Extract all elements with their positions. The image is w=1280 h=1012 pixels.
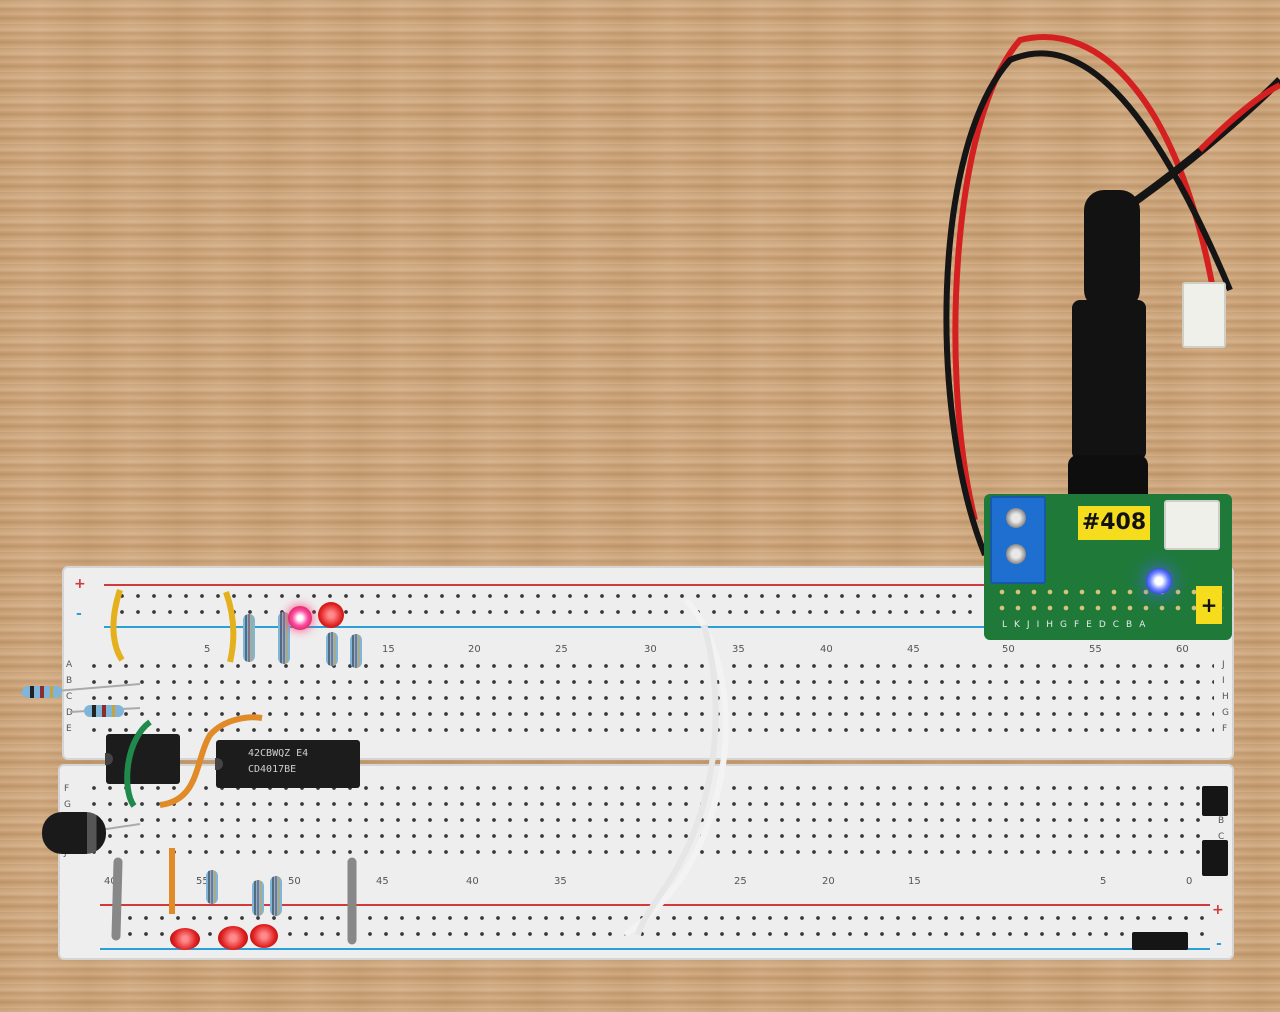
pcb-polarity-sign: + [1200, 593, 1218, 617]
row-label: B [1218, 816, 1225, 826]
row-label: E [66, 724, 72, 734]
upper-terminal-holes [86, 658, 1214, 742]
lower-blue-line [100, 948, 1210, 950]
capacitor [42, 812, 106, 854]
row-label: C [66, 692, 73, 702]
resistor [252, 880, 264, 916]
jumper-header [1202, 786, 1228, 816]
yellow-jumper-wire [223, 590, 237, 663]
row-label: F [64, 784, 70, 794]
resistor [278, 612, 290, 664]
dc-cable-strain-relief [1084, 190, 1140, 310]
resistor [206, 870, 218, 904]
screw-icon [1006, 544, 1026, 564]
upper-top-blue-line [104, 626, 1024, 628]
col-num: 35 [732, 644, 745, 655]
red-wire [952, 34, 1218, 521]
jumper-header [1202, 840, 1228, 876]
col-num: 5 [1100, 876, 1107, 887]
col-num: 40 [466, 876, 479, 887]
row-label: G [64, 800, 71, 810]
col-num: 35 [554, 876, 567, 887]
ic-marking: 42CBWQZ E4 [248, 748, 309, 759]
row-label: G [1222, 708, 1229, 718]
jst-connector-cable [1182, 282, 1226, 348]
red-led [250, 924, 278, 948]
small-ic-chip [105, 734, 180, 784]
lower-plus-sign: + [1212, 902, 1224, 918]
upper-top-rail-holes [114, 588, 1014, 622]
col-num: 40 [820, 644, 833, 655]
col-num: 40 [104, 876, 117, 887]
col-num: 15 [382, 644, 395, 655]
lower-terminal-holes [86, 780, 1206, 864]
gray-jumper-wire [111, 857, 123, 941]
upper-plus-sign: + [74, 576, 86, 592]
row-label: A [66, 660, 73, 670]
upper-top-red-line [104, 584, 1024, 586]
row-label: C [1218, 832, 1225, 842]
col-num: 20 [822, 876, 835, 887]
cd4017-ic-chip: 42CBWQZ E4 CD4017BE [215, 740, 360, 788]
col-num: 0 [1186, 876, 1193, 887]
screw-icon [1006, 508, 1026, 528]
yellow-jumper-wire [110, 589, 125, 662]
col-num: 25 [734, 876, 747, 887]
red-led-lit [288, 606, 312, 630]
red-led [218, 926, 248, 950]
col-num: 15 [908, 876, 921, 887]
green-jumper-wire [124, 719, 152, 808]
col-num: 50 [1002, 644, 1015, 655]
resistor [350, 634, 362, 668]
dc-plug-body [1072, 300, 1146, 460]
resistor [84, 705, 124, 717]
pin-header [1132, 932, 1188, 950]
resistor [326, 632, 338, 666]
ic-part-number: CD4017BE [248, 764, 297, 775]
col-num: 50 [288, 876, 301, 887]
white-jumper-wire [635, 624, 719, 936]
col-num: 5 [204, 644, 211, 655]
red-led [318, 602, 344, 628]
row-label: I [1222, 676, 1225, 686]
row-label: F [1222, 724, 1228, 734]
row-label: D [66, 708, 73, 718]
lower-breadboard: F G H I J A B C 0 5 15 20 25 35 40 45 50… [58, 764, 1234, 960]
row-label: J [1222, 660, 1225, 670]
col-num: 55 [196, 876, 209, 887]
col-num: 60 [1176, 644, 1189, 655]
red-wire-right [1197, 82, 1280, 153]
col-num: 30 [644, 644, 657, 655]
resistor [270, 876, 282, 916]
pcb-pin-letters: LKJIHGFEDCBA [1002, 620, 1153, 630]
pcb-holes [994, 584, 1224, 618]
col-num: 45 [907, 644, 920, 655]
row-label: H [1222, 692, 1229, 702]
lower-minus-sign: - [1216, 936, 1222, 952]
col-num: 55 [1089, 644, 1102, 655]
col-num: 20 [468, 644, 481, 655]
col-num: 25 [555, 644, 568, 655]
row-label: B [66, 676, 73, 686]
jst-connector [1164, 500, 1220, 550]
col-num: 45 [376, 876, 389, 887]
resistor [243, 614, 255, 662]
pcb-polarity-box: + [1196, 586, 1222, 624]
lower-rail-holes [106, 910, 1206, 944]
black-wire [943, 50, 1233, 557]
capacitor-lead [99, 823, 141, 831]
power-module-label: #408 [1078, 506, 1150, 540]
resistor [22, 686, 62, 698]
red-led [170, 928, 200, 950]
screw-terminal-block [990, 496, 1046, 584]
orange-jumper-wire [159, 714, 263, 808]
blue-power-led [1146, 568, 1172, 594]
upper-minus-sign: - [76, 606, 82, 622]
